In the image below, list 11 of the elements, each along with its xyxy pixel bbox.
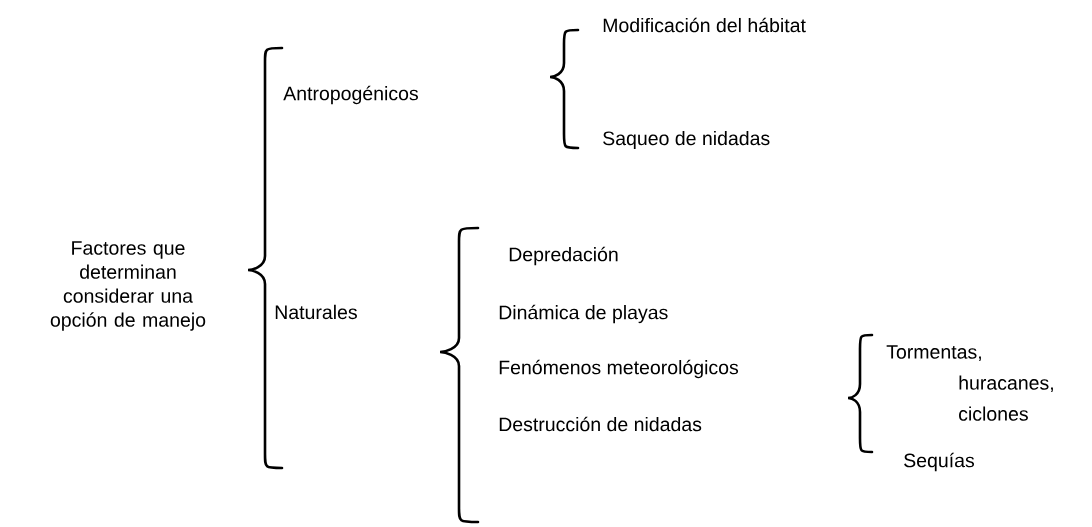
branch-label: Depredación: [509, 246, 618, 266]
branch-label: Sequías: [904, 452, 975, 472]
branch-label: Naturales: [275, 304, 357, 320]
branch-label: Modificación del hábitat: [603, 17, 806, 33]
branch-label: Destrucción de nidadas: [499, 416, 702, 432]
branch-label: Tormentas, huracanes, ciclones: [886, 345, 1053, 421]
branch-label: Antropogénicos: [283, 85, 418, 105]
branch-label: Dinámica de playas: [499, 304, 668, 324]
branch-label: Fenómenos meteorológicos: [499, 359, 739, 379]
branch-label: Saqueo de nidadas: [603, 130, 770, 150]
branch-label: Factores que determinan considerar una opción de manejo: [50, 241, 206, 331]
